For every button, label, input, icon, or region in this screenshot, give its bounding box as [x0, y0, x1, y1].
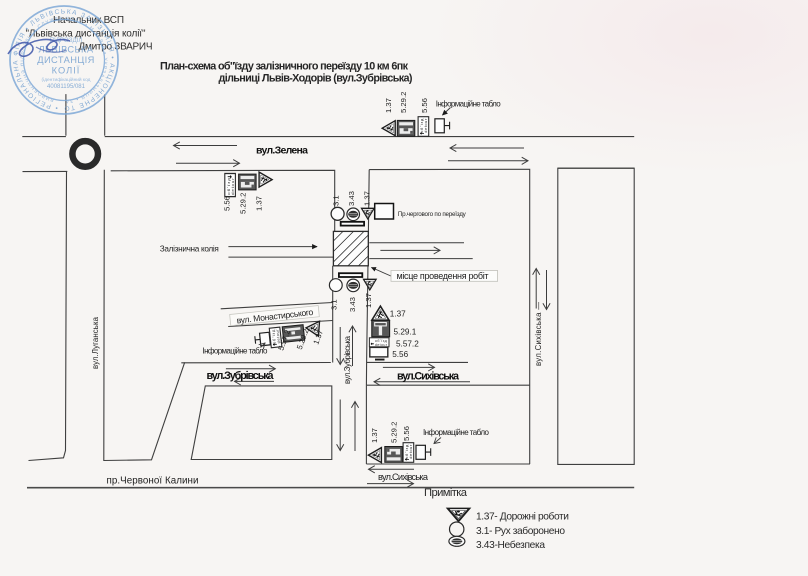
svg-text:Інформаційне табло: Інформаційне табло — [436, 100, 502, 109]
svg-text:вул.Зубрівська: вул.Зубрівська — [343, 335, 352, 384]
svg-text:(ідентифікаційний код: (ідентифікаційний код — [42, 76, 91, 83]
svg-text:5.29.2: 5.29.2 — [239, 193, 248, 214]
svg-text:5.29.1: 5.29.1 — [394, 328, 417, 337]
svg-text:Примітка: Примітка — [424, 487, 468, 499]
svg-text:3.1: 3.1 — [332, 195, 341, 206]
svg-text:"Львівська дистанція колії": "Львівська дистанція колії" — [26, 29, 146, 40]
svg-text:Пр.чергового по переїзду: Пр.чергового по переїзду — [398, 211, 467, 218]
svg-text:Інформаційне табло: Інформаційне табло — [423, 428, 490, 437]
svg-text:5.29.2: 5.29.2 — [399, 92, 408, 113]
svg-text:3.43: 3.43 — [347, 191, 356, 206]
svg-text:вул.Зубрівська: вул.Зубрівська — [207, 370, 275, 382]
svg-text:вул.Сихівська: вул.Сихівська — [378, 472, 429, 482]
svg-text:1.37: 1.37 — [384, 98, 393, 113]
svg-text:вул.Зелена: вул.Зелена — [256, 145, 308, 157]
svg-text:5.56: 5.56 — [402, 426, 411, 441]
svg-text:Начальник ВСП: Начальник ВСП — [53, 15, 124, 26]
svg-text:5.56: 5.56 — [420, 98, 429, 113]
svg-text:3.43-Небезпека: 3.43-Небезпека — [476, 539, 545, 551]
svg-text:1.37: 1.37 — [364, 293, 373, 308]
svg-text:вул.Сихівська: вул.Сихівська — [397, 371, 460, 383]
svg-text:дільниці Львів-Ходорів (вул.Зу: дільниці Львів-Ходорів (вул.Зубрівська) — [219, 73, 413, 85]
svg-text:ЛЬВІВСЬКА: ЛЬВІВСЬКА — [39, 45, 94, 55]
svg-text:5.56: 5.56 — [392, 350, 408, 359]
svg-text:Дмитро ЗВАРИЧ: Дмитро ЗВАРИЧ — [79, 42, 153, 53]
svg-text:План-схема об"їзду залізничног: План-схема об"їзду залізничного переїзду… — [160, 61, 409, 73]
svg-text:вул.Луганська: вул.Луганська — [91, 316, 100, 369]
svg-text:КОЛІЇ: КОЛІЇ — [52, 66, 81, 76]
svg-text:1.37: 1.37 — [363, 191, 372, 206]
svg-text:3.43: 3.43 — [348, 297, 357, 312]
svg-text:місце проведення робіт: місце проведення робіт — [397, 271, 489, 281]
svg-text:1.37- Дорожні роботи: 1.37- Дорожні роботи — [476, 511, 569, 523]
svg-text:1.37: 1.37 — [390, 310, 406, 319]
svg-text:3.1: 3.1 — [330, 299, 339, 310]
svg-text:5.29.2: 5.29.2 — [390, 422, 399, 443]
svg-text:1.37: 1.37 — [370, 428, 379, 443]
svg-text:Інформаційне табло: Інформаційне табло — [203, 347, 269, 356]
svg-text:40081195/081: 40081195/081 — [47, 84, 86, 90]
svg-text:3.1- Рух заборонено: 3.1- Рух заборонено — [476, 525, 565, 537]
svg-text:1.37: 1.37 — [255, 196, 264, 211]
svg-text:5.57.2: 5.57.2 — [396, 340, 419, 349]
svg-text:ДИСТАНЦІЯ: ДИСТАНЦІЯ — [37, 55, 94, 65]
svg-text:вул.Сихівська —: вул.Сихівська — — [534, 302, 543, 366]
svg-text:пр.Червоної Калини: пр.Червоної Калини — [107, 476, 199, 487]
svg-text:5.56: 5.56 — [223, 196, 232, 211]
svg-text:Залізнична колія: Залізнична колія — [160, 245, 219, 254]
